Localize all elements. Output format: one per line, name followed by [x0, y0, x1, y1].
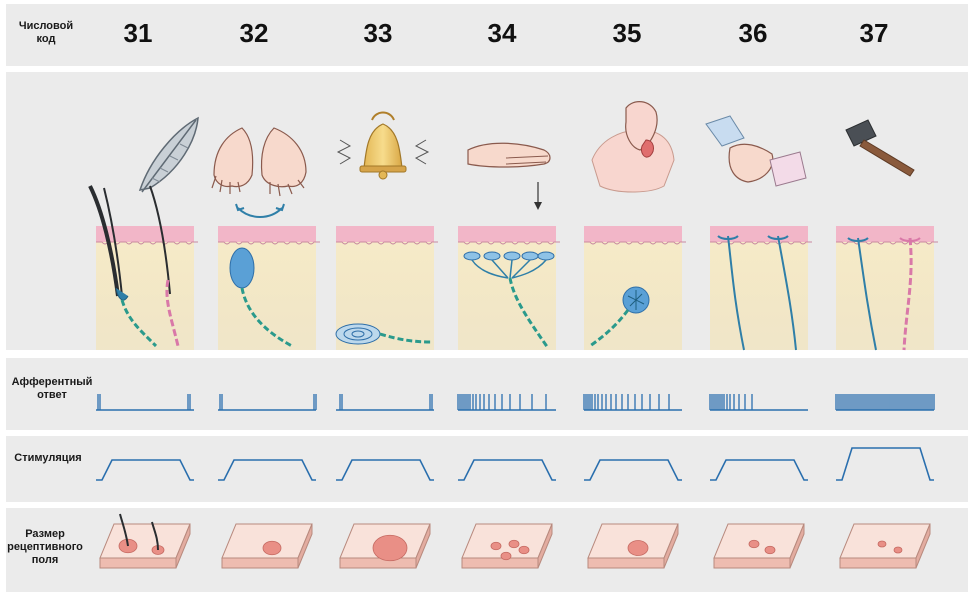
receptive-field-spot	[749, 540, 759, 548]
hands-icon	[212, 128, 306, 217]
epidermis-layer	[458, 226, 556, 242]
receptive-field-spot	[509, 540, 519, 548]
receptive-field-boxes	[100, 514, 930, 568]
skin-patch-front	[462, 558, 538, 568]
tissue-block	[218, 226, 316, 350]
receptive-field-spot	[628, 541, 648, 556]
receptive-field-spot	[519, 546, 529, 554]
epidermis-layer	[218, 226, 316, 242]
stimulus-trace	[336, 460, 434, 480]
feather-icon	[140, 118, 198, 192]
stimulus-trace	[836, 448, 934, 480]
skin-patch-front	[340, 558, 416, 568]
receptive-field-spot	[878, 541, 886, 547]
handshake-icon	[706, 116, 806, 186]
skin-patch-front	[588, 558, 664, 568]
stimulus-trace	[218, 460, 316, 480]
epidermis-layer	[336, 226, 434, 242]
receptive-field-spot	[765, 546, 775, 554]
tissue-block	[836, 226, 934, 350]
bell-icon	[338, 113, 428, 180]
tongue-icon	[592, 102, 674, 192]
epidermis-layer	[584, 226, 682, 242]
skin-columns	[96, 226, 938, 350]
receptive-field-spot	[501, 552, 511, 560]
receptive-field-spot	[894, 547, 902, 553]
meissner-corpuscle	[230, 248, 254, 288]
skin-patch-front	[222, 558, 298, 568]
stimulus-trace	[710, 460, 808, 480]
epidermis-layer	[96, 226, 194, 242]
skin-patch-top	[714, 524, 804, 558]
tissue-block	[458, 226, 556, 350]
afferent-traces	[96, 394, 934, 410]
hammer-icon	[846, 120, 914, 176]
stimulus-trace	[458, 460, 556, 480]
stimulus-trace	[584, 460, 682, 480]
receptive-field-spot	[263, 541, 281, 555]
receptive-field-spot	[491, 542, 501, 550]
skin-patch-top	[840, 524, 930, 558]
skin-patch-front	[100, 558, 176, 568]
receptive-field-spot	[373, 535, 407, 561]
pacinian-corpuscle	[336, 324, 380, 344]
skin-patch-top	[100, 524, 190, 558]
stimulus-trace	[96, 460, 194, 480]
skin-patch-front	[714, 558, 790, 568]
stimulation-traces	[96, 448, 934, 480]
skin-patch-front	[840, 558, 916, 568]
hand-icon	[468, 143, 550, 210]
